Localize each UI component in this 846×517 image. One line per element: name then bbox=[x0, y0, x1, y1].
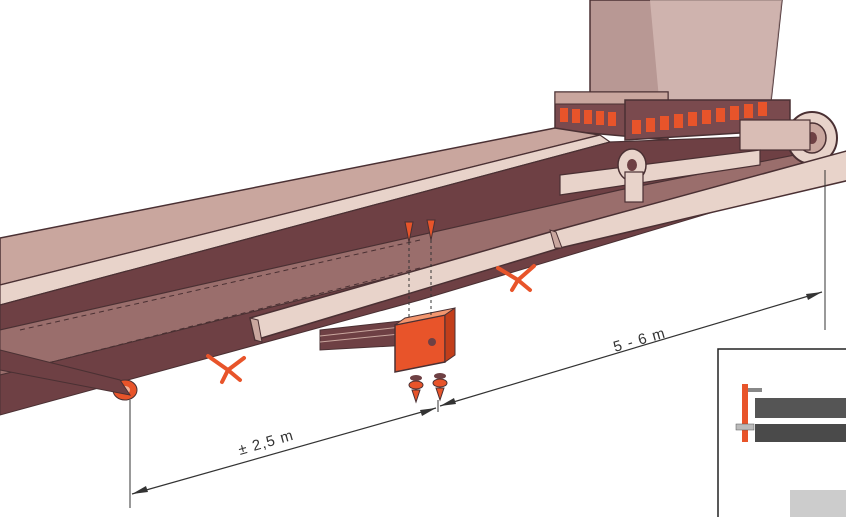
carrying-idler bbox=[559, 148, 761, 203]
support-bracket-left bbox=[206, 354, 246, 384]
dimension-label-far: 5 - 6 m bbox=[611, 325, 667, 356]
mounting-bolts-bottom bbox=[408, 373, 448, 404]
dimension-lines bbox=[129, 170, 826, 508]
inset-detail bbox=[717, 348, 846, 517]
front-side-rail bbox=[249, 150, 846, 343]
mounting-bolts-top bbox=[404, 219, 436, 320]
hopper bbox=[589, 0, 783, 111]
dimension-label-near: ± 2,5 m bbox=[236, 427, 295, 459]
support-bracket-right bbox=[496, 264, 536, 292]
belt-sensor-module bbox=[394, 307, 456, 373]
